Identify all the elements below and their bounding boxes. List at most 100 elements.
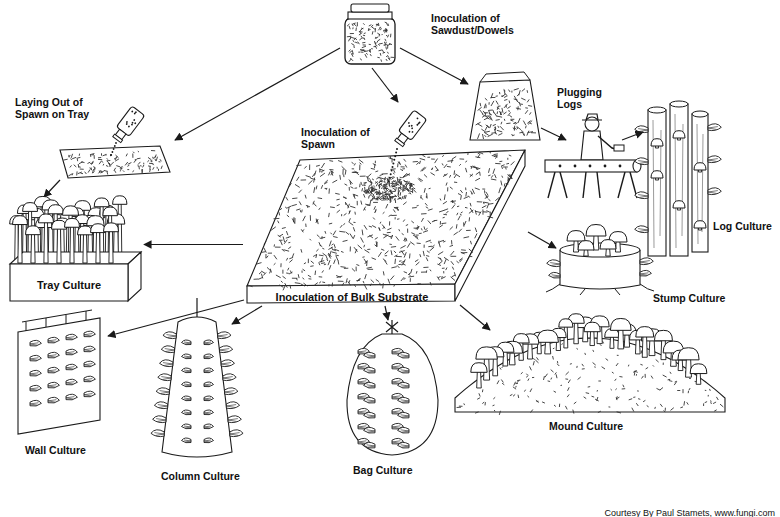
oyster-gills (184, 342, 191, 344)
oyster-gills (358, 381, 366, 383)
oyster-mushroom (364, 427, 375, 433)
spawn-stream (395, 152, 397, 154)
oyster-gills (204, 398, 211, 400)
oyster-gills (367, 400, 375, 402)
oyster-mushroom (398, 427, 409, 433)
mushroom (13, 216, 28, 263)
mushroom-stem (618, 329, 624, 349)
oyster-gills (358, 396, 366, 398)
oyster-cap (154, 402, 167, 409)
oyster-cap (66, 364, 77, 370)
mushroom-cap (103, 207, 118, 216)
spawn-stream (388, 180, 390, 182)
oyster-mushroom (156, 388, 169, 395)
figure-line (583, 172, 586, 198)
oyster-mushroom (66, 364, 77, 370)
oyster-cap (182, 354, 192, 359)
label-holder: Courtesy By Paul Stamets, www.fungi.com (603, 502, 776, 517)
oyster-gills (358, 366, 366, 368)
oyster-gills (48, 355, 56, 357)
wall-panel (18, 318, 100, 434)
substrate-texture (63, 151, 162, 177)
oyster-cap (182, 438, 192, 443)
oyster-gills (204, 440, 211, 442)
oyster-cap (66, 334, 77, 340)
mushroom (651, 139, 663, 148)
oyster-mushroom (30, 370, 41, 376)
spawn-grain (416, 117, 419, 120)
oyster-mushroom (161, 346, 174, 353)
oyster-gills (161, 377, 171, 380)
oyster-mushroom (48, 367, 59, 373)
plug-hole (619, 165, 622, 168)
oyster-cap (398, 442, 409, 448)
spawn-stream (392, 162, 394, 164)
oyster-mushroom (708, 156, 721, 163)
node-label: Tray Culture (37, 279, 101, 292)
mushroom-stem (477, 371, 482, 388)
credit-line: Courtesy By Paul Stamets, www.fungi.com (603, 507, 776, 517)
spawn-grain (133, 119, 136, 122)
oyster-mushroom (218, 332, 231, 339)
flow-arrow (385, 306, 388, 320)
oyster-gills (30, 388, 38, 390)
oyster-gills (154, 433, 164, 436)
oyster-cap (156, 388, 169, 395)
oyster-cap (708, 188, 721, 195)
oyster-mushroom (204, 354, 214, 359)
spawn-grain (134, 122, 137, 125)
oyster-cap (66, 394, 77, 400)
oyster-gills (165, 349, 175, 352)
oyster-gills (184, 398, 191, 400)
oyster-mushroom (398, 352, 409, 358)
oyster-gills (228, 419, 238, 422)
mushroom-stem (70, 226, 74, 263)
oyster-cap (182, 396, 192, 401)
oyster-cap (635, 126, 648, 133)
oyster-mushroom (225, 388, 238, 395)
plug-hole (604, 165, 607, 168)
column-hanger (196, 298, 197, 318)
worker-hat (582, 114, 602, 120)
oyster-gills (160, 391, 170, 394)
oyster-cap (153, 416, 166, 423)
oyster-gills (708, 127, 718, 130)
mushroom-cap (23, 203, 38, 212)
plugging-logs-figure (545, 114, 641, 198)
spawn-stream (390, 173, 392, 175)
oyster-gills (66, 382, 74, 384)
mushroom (26, 226, 41, 263)
mushroom-cap (673, 201, 685, 208)
oyster-gills (392, 396, 400, 398)
oyster-gills (184, 384, 191, 386)
mound-culture-figure (455, 314, 725, 415)
oyster-gills (66, 367, 74, 369)
spawn-stream (389, 177, 391, 179)
spawn-stream (396, 148, 398, 150)
mushroom-cap (104, 223, 119, 232)
oyster-gills (708, 159, 718, 162)
mushroom-cap (651, 139, 663, 146)
spawn-jar (345, 4, 395, 64)
mushroom-stem (44, 222, 48, 263)
mushroom-stem (696, 373, 701, 385)
mushroom-stem (574, 322, 579, 343)
plug-hole (559, 165, 562, 168)
spawn-stream (393, 159, 395, 161)
mushroom-cap (537, 330, 558, 342)
spawn-grain (131, 123, 134, 126)
bag-culture-figure (347, 320, 438, 455)
oyster-mushroom (151, 430, 164, 437)
oyster-gills (84, 394, 92, 396)
oyster-cap (30, 370, 41, 376)
figure-line (597, 172, 600, 198)
oyster-cap (640, 270, 651, 276)
oyster-gills (221, 363, 231, 366)
plug-hole (589, 165, 592, 168)
oyster-mushroom (84, 376, 95, 382)
substrate-board: Inoculation of Bulk Substrate (243, 146, 527, 304)
substrate-texture (457, 341, 724, 415)
oyster-gills (552, 275, 560, 277)
oyster-cap (223, 374, 236, 381)
